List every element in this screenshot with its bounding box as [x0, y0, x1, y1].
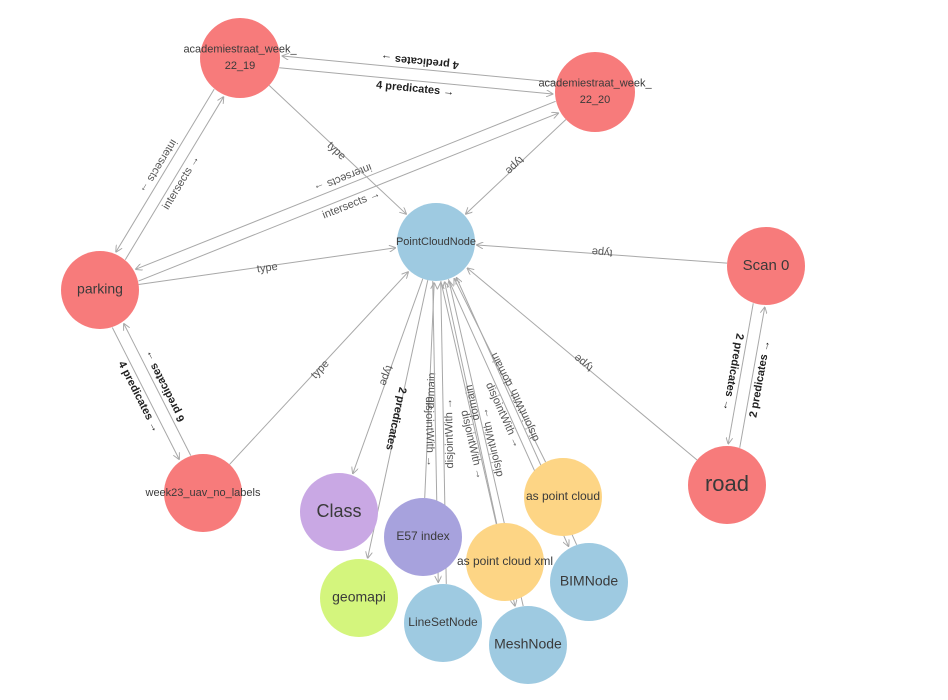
edge-pc-pcn[interactable]: [454, 279, 547, 463]
node-mesh[interactable]: MeshNode: [489, 606, 567, 684]
node-circle[interactable]: [555, 52, 635, 132]
edge-n1-parking[interactable]: [116, 88, 215, 252]
edge-n2-pcn[interactable]: [466, 119, 567, 213]
edge-label: type: [572, 351, 596, 374]
node-label: LineSetNode: [408, 615, 478, 629]
edge-n2-n1[interactable]: [282, 56, 556, 83]
node-circle[interactable]: [727, 227, 805, 305]
node-n2[interactable]: academiestraat_week_ 22_20: [538, 52, 652, 132]
edge-label: disjointWith →: [423, 396, 436, 467]
edge-parking-n1[interactable]: [124, 97, 223, 260]
edge-label: type: [503, 154, 526, 177]
node-label: Class: [316, 501, 361, 521]
node-label: E57 index: [396, 529, 449, 543]
edge-e57-pcn[interactable]: [424, 283, 434, 499]
node-bim[interactable]: BIMNode: [550, 543, 628, 621]
node-label: geomapi: [332, 589, 386, 605]
nodes-layer: academiestraat_week_22_19academiestraat_…: [61, 18, 805, 684]
edge-parking-pcn[interactable]: [138, 248, 396, 285]
node-circle[interactable]: [61, 251, 139, 329]
node-label: PointCloudNode: [396, 236, 476, 248]
node-lineset[interactable]: LineSetNode: [404, 584, 482, 662]
node-pc[interactable]: as point cloud: [524, 458, 602, 536]
edge-n1-pcn[interactable]: [268, 85, 406, 214]
node-geomapi[interactable]: geomapi: [320, 559, 398, 637]
edge-label: type: [309, 358, 332, 381]
node-label: 22_19: [225, 60, 256, 72]
node-label: MeshNode: [494, 636, 562, 652]
node-circle[interactable]: [466, 523, 544, 601]
edge-pcn-class[interactable]: [353, 278, 424, 474]
node-n1[interactable]: academiestraat_week_ 22_19: [183, 18, 297, 98]
node-class[interactable]: Class: [300, 473, 378, 551]
node-label: as point cloud: [526, 489, 600, 503]
edge-label: type: [591, 245, 613, 258]
node-circle[interactable]: [164, 454, 242, 532]
edge-scan0-pcn[interactable]: [477, 245, 728, 264]
edge-scan0-road[interactable]: [728, 303, 754, 443]
node-e57[interactable]: E57 index: [384, 498, 462, 576]
edge-label: 4 predicates →: [376, 79, 455, 98]
edge-label: type: [377, 364, 395, 388]
edge-road-scan0[interactable]: [739, 307, 765, 448]
node-label: 22_20: [580, 94, 611, 106]
node-label: academiestraat_week_: [183, 44, 297, 56]
node-pcn[interactable]: PointCloudNode: [396, 203, 476, 281]
node-circle[interactable]: [397, 203, 475, 281]
edge-week23-pcn[interactable]: [229, 272, 409, 465]
node-label: BIMNode: [560, 573, 619, 589]
node-circle[interactable]: [550, 543, 628, 621]
node-label: parking: [77, 281, 123, 297]
node-circle[interactable]: [300, 473, 378, 551]
edge-label: 4 predicates →: [380, 51, 459, 70]
node-week23[interactable]: week23_uav_no_labels: [145, 454, 261, 532]
node-road[interactable]: road: [688, 446, 766, 524]
edge-n2-parking[interactable]: [136, 100, 556, 269]
node-circle[interactable]: [688, 446, 766, 524]
node-pcxml[interactable]: as point cloud xml: [457, 523, 553, 601]
node-label: as point cloud xml: [457, 554, 553, 568]
edge-label: 2 predicates: [383, 386, 408, 451]
edge-week23-parking[interactable]: [124, 324, 192, 456]
node-circle[interactable]: [489, 606, 567, 684]
edge-label: disjointWith →: [443, 398, 456, 469]
node-circle[interactable]: [320, 559, 398, 637]
edge-parking-n2[interactable]: [138, 113, 558, 282]
node-label: week23_uav_no_labels: [145, 487, 261, 499]
node-circle[interactable]: [200, 18, 280, 98]
node-circle[interactable]: [524, 458, 602, 536]
node-parking[interactable]: parking: [61, 251, 139, 329]
node-label: academiestraat_week_: [538, 78, 652, 90]
node-label: road: [705, 471, 749, 496]
edge-label: type: [256, 261, 278, 276]
edge-parking-week23[interactable]: [111, 327, 179, 459]
node-scan0[interactable]: Scan 0: [727, 227, 805, 305]
edge-label: type: [325, 140, 348, 163]
node-label: Scan 0: [743, 257, 790, 274]
edge-label: 2 predicates →: [720, 332, 746, 411]
node-circle[interactable]: [384, 498, 462, 576]
edge-label: 2 predicates →: [747, 339, 773, 418]
edge-pcxml-pcn[interactable]: [445, 282, 498, 524]
edge-n1-n2[interactable]: [279, 67, 552, 94]
edge-road-pcn[interactable]: [467, 268, 698, 461]
node-circle[interactable]: [404, 584, 482, 662]
